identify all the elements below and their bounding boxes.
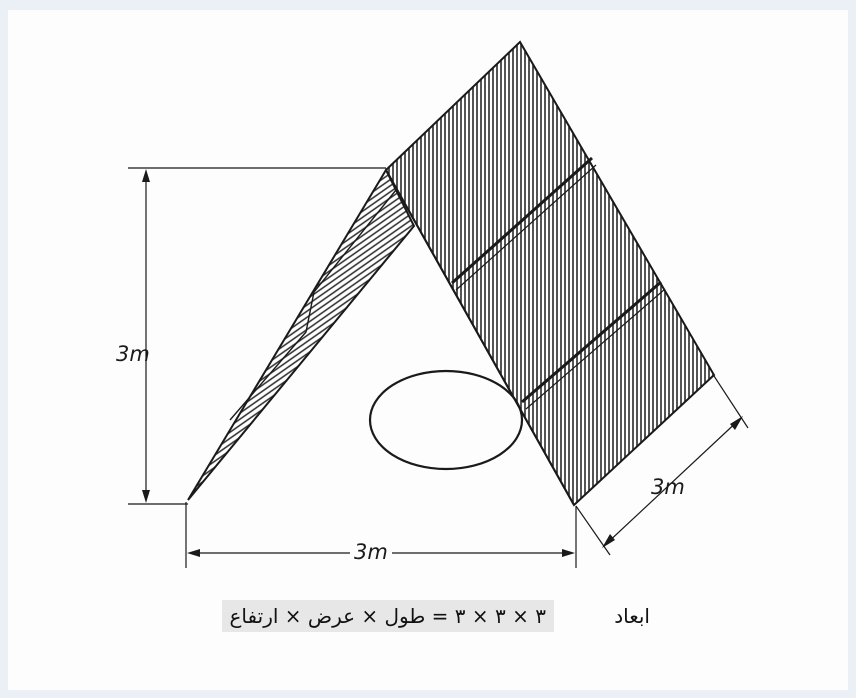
length-extension-bottom [575,505,611,556]
panel-seam-2b [525,288,666,410]
caption-formula: ۳ × ۳ × ۳ = طول × عرض × ارتفاع [221,600,554,632]
paper-background [8,10,848,690]
width-arrow-right [562,549,575,557]
panel-seam-1b [455,164,597,291]
tent-right-panel [384,40,716,507]
height-arrow-top [142,169,150,182]
panel-seam-2 [521,280,662,404]
width-label: 3m [350,542,392,563]
height-arrow-bottom [142,490,150,503]
height-label: 3m [116,342,150,366]
length-arrow-top [730,416,743,430]
tent-left-panel [187,167,416,501]
caption-word: ابعاد [614,604,650,628]
tent-door-oval [368,369,524,471]
width-arrow-left [187,549,200,557]
length-arrow-bottom [602,534,615,548]
left-panel-seam [229,189,397,421]
length-dimension-line [603,417,742,547]
dimensions-caption: ابعاد ۳ × ۳ × ۳ = طول × عرض × ارتفاع [90,600,650,636]
right-panel-lower-edge [385,169,575,506]
length-label: 3m [651,475,685,499]
length-extension-top [713,375,749,429]
panel-seam-1 [451,156,593,285]
